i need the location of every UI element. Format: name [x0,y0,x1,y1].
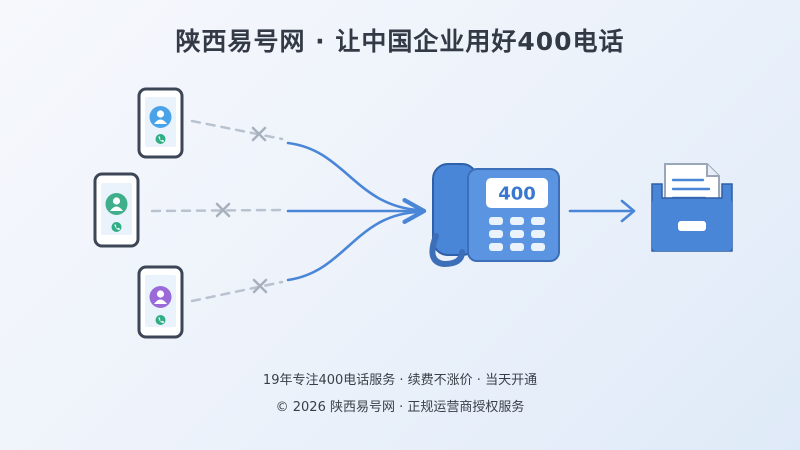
phone-call-icon [111,222,122,232]
flow-line-top [286,141,420,212]
file-tray-icon [651,163,733,252]
page-title: 陕西易号网 · 让中国企业用好400电话 [175,27,625,56]
phone-keypad [489,217,545,251]
blocked-line-3 [190,280,284,303]
blocked-x-icon [251,126,267,142]
phone-display-screen [486,178,548,208]
blocked-x-icon [215,202,231,218]
user-icon [149,286,172,308]
user-icon [149,106,172,128]
user-icon [105,193,128,215]
phone-display-text: 400 [498,184,536,205]
blocked-line-2 [150,208,282,213]
mobile-phone-2 [93,172,140,248]
blocked-x-icons [215,126,268,294]
mobile-phone-3 [137,265,184,339]
flow-line-bottom [286,210,420,282]
phone-call-icon [155,315,166,325]
converging-call-flows [286,141,427,282]
footer-copyright: © 2026 陕西易号网 · 正规运营商授权服务 [275,400,525,415]
blocked-line-1 [190,119,284,141]
mobile-phone-1 [137,87,184,159]
blocked-direct-call-lines [150,119,284,303]
phone-call-icon [155,134,166,144]
desk-phone-icon: 400 [429,163,560,268]
arrow-right-icon [568,199,636,223]
blocked-x-icon [252,278,268,294]
footer-tagline: 19年专注400电话服务 · 续费不涨价 · 当天开通 [262,373,538,388]
